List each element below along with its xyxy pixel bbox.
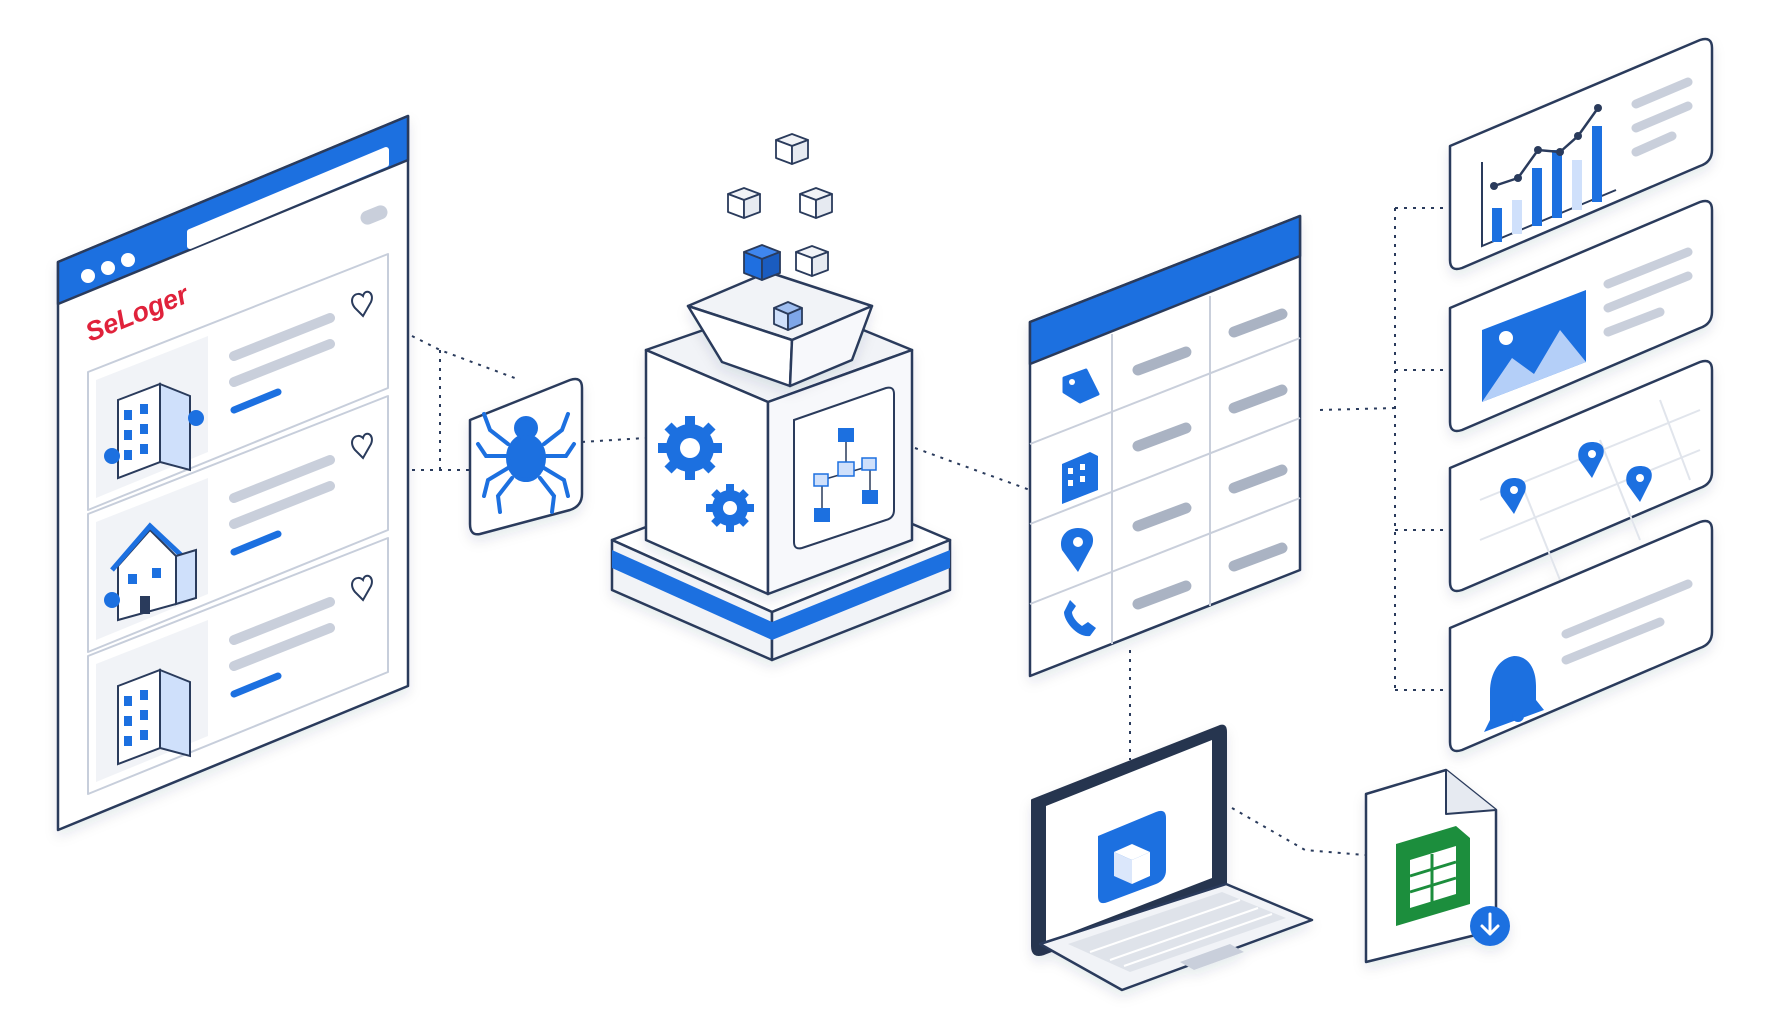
crawler-tile [468, 377, 584, 536]
table-header-bar [1028, 214, 1302, 366]
laptop-keyboard[interactable] [1068, 892, 1286, 972]
listing-card[interactable] [87, 253, 389, 511]
browser-window: SeLoger [56, 114, 410, 832]
listing-subtitle-placeholder [229, 481, 335, 529]
window-dot-icon[interactable] [101, 261, 115, 275]
data-cube [775, 133, 809, 165]
listing-price-placeholder [230, 530, 282, 556]
spreadsheet-icon [1396, 826, 1470, 926]
listing-title-placeholder [229, 597, 335, 645]
location-pin-icon [1060, 528, 1094, 572]
data-cube [795, 245, 829, 277]
building-icon [1062, 452, 1098, 504]
heart-icon[interactable] [351, 574, 373, 602]
apartment-building-icon [117, 668, 191, 766]
connector-browser-to-crawler [411, 335, 521, 381]
data-cube [727, 187, 761, 219]
connector-processor-to-table [914, 447, 1031, 491]
browser-header-bar [56, 114, 410, 306]
listing-title-placeholder [229, 313, 335, 361]
table-cell-placeholder [1228, 464, 1288, 494]
image-icon [1482, 290, 1586, 402]
table-cell-placeholder [1132, 502, 1192, 532]
heart-icon[interactable] [351, 290, 373, 318]
processor-machine [610, 133, 952, 662]
bell-icon [1484, 656, 1544, 732]
connector-crawler-to-processor [581, 437, 646, 443]
flowchart-icon [793, 386, 895, 550]
table-cell-placeholder [1228, 542, 1288, 572]
laptop-trackpad[interactable] [1180, 944, 1244, 970]
table-cell-placeholder [1132, 580, 1192, 610]
table-cell-placeholder [1132, 422, 1192, 452]
box-app-icon[interactable] [1098, 810, 1166, 904]
listing-price-placeholder [230, 388, 282, 414]
phone-icon [1064, 600, 1096, 637]
data-cube [743, 244, 781, 281]
output-panel-chart [1448, 37, 1714, 271]
spreadsheet-file[interactable] [1364, 768, 1510, 964]
download-icon[interactable] [1470, 906, 1510, 946]
output-panel-map [1448, 359, 1714, 593]
spider-icon [476, 412, 576, 514]
listing-price-placeholder [230, 672, 282, 698]
table-cell-placeholder [1228, 384, 1288, 414]
data-cube [773, 301, 803, 331]
output-panel-image [1448, 199, 1714, 433]
output-panels [1448, 37, 1714, 753]
toggle-switch[interactable] [358, 203, 389, 226]
listing-card[interactable] [87, 395, 389, 653]
listing-subtitle-placeholder [229, 623, 335, 671]
bar-chart-icon [1481, 104, 1617, 248]
address-bar[interactable] [187, 147, 389, 249]
connector-laptop-to-file [1231, 807, 1366, 856]
processor-cube [644, 298, 914, 596]
listing-title-placeholder [229, 455, 335, 503]
window-dot-icon[interactable] [121, 253, 135, 267]
output-panel-alert [1448, 519, 1714, 753]
listing-subtitle-placeholder [229, 339, 335, 387]
laptop [1031, 724, 1314, 992]
table-cell-placeholder [1228, 308, 1288, 338]
house-icon [104, 522, 197, 622]
connectors [411, 207, 1450, 856]
data-table [1028, 214, 1302, 678]
gears-icon [658, 416, 754, 532]
price-tag-icon [1062, 368, 1100, 404]
listing-card[interactable] [87, 537, 389, 795]
apartment-building-icon [104, 382, 204, 480]
table-cell-placeholder [1132, 346, 1192, 376]
window-dot-icon[interactable] [81, 269, 95, 283]
map-pins-icon [1500, 442, 1652, 514]
connector-table-to-outputs [1319, 407, 1396, 411]
heart-icon[interactable] [351, 432, 373, 460]
data-cube [799, 187, 833, 219]
data-cubes [727, 133, 833, 331]
